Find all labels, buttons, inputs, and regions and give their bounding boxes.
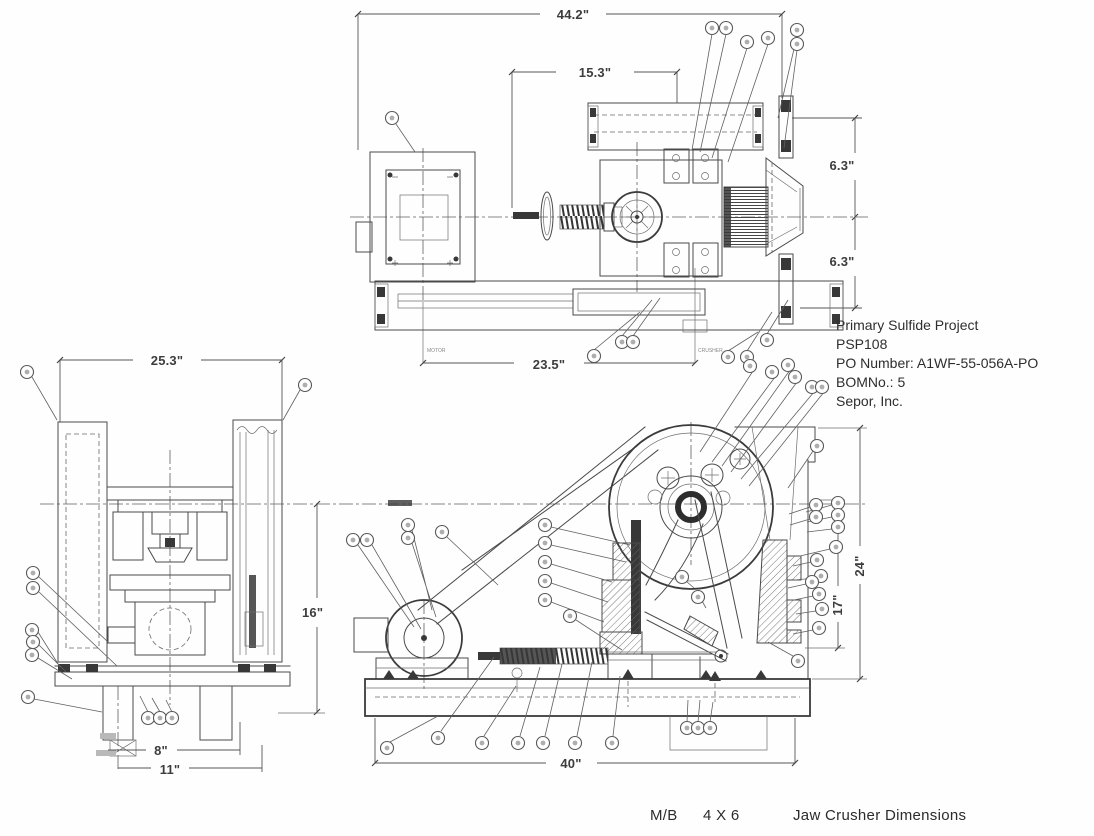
crusher-centerline-label: CRUSHER [698, 348, 723, 354]
tension-rod-spring [478, 647, 728, 692]
dim-overall-length-label: 44.2" [557, 7, 589, 22]
top-view: 44.2" 15.3" 6.3" 6.3" [350, 7, 868, 372]
dim-end-height: 16" [278, 500, 325, 716]
project-block: Primary Sulfide Project PSP108 PO Number… [836, 317, 1038, 409]
end-view: 25.3" [19, 353, 325, 777]
dim-foot-label: 8" [154, 743, 168, 758]
crusher-body-plan [599, 148, 723, 278]
dim-offset: 15.3" [508, 65, 681, 208]
end-view-body [54, 419, 291, 757]
adjustment-screw [513, 191, 623, 241]
dim-length: 40" [371, 718, 799, 771]
project-code: PSP108 [836, 336, 888, 352]
dim-lower-half-label: 6.3" [829, 254, 854, 269]
dim-overall-height: 24" [812, 424, 867, 683]
motor-elevation [353, 599, 469, 680]
bearing-spokes [621, 201, 653, 233]
dim-centers-label: 23.5" [533, 357, 565, 372]
end-view-callouts [19, 364, 313, 726]
dim-end-width-label: 25.3" [151, 353, 183, 368]
company-name: Sepor, Inc. [836, 393, 903, 409]
dim-offset-label: 15.3" [579, 65, 611, 80]
motor-plan [355, 151, 476, 283]
side-plate-upper [587, 102, 764, 151]
bom-number: BOMNo.: 5 [836, 374, 905, 390]
end-frame-plan [778, 95, 794, 325]
title-block: M/B 4 X 6 Jaw Crusher Dimensions [650, 807, 966, 824]
dim-end-width: 25.3" [56, 353, 286, 422]
motor-centerline-label: MOTOR [427, 348, 446, 354]
dim-overall-length: 44.2" [354, 7, 786, 150]
side-view: 40" 24" 17" [345, 357, 867, 771]
dim-frame-height-label: 17" [830, 594, 845, 615]
base [364, 669, 811, 751]
po-number: PO Number: A1WF-55-056A-PO [836, 355, 1038, 371]
model-label: M/B [650, 807, 678, 824]
project-name: Primary Sulfide Project [836, 317, 978, 333]
dim-length-label: 40" [560, 756, 581, 771]
dim-upper-half-label: 6.3" [829, 158, 854, 173]
dim-overall-height-label: 24" [852, 555, 867, 576]
jaw-mechanism [599, 426, 816, 680]
dim-half-widths: 6.3" 6.3" [792, 114, 862, 312]
side-view-callouts [345, 357, 846, 756]
top-view-callouts [384, 20, 805, 365]
dim-feet: 8" 11" [108, 722, 263, 777]
jaw-plate-and-hopper-plan [723, 156, 804, 257]
drawing-title: Jaw Crusher Dimensions [793, 807, 966, 824]
dim-base-label: 11" [160, 762, 181, 777]
main-centerline [40, 500, 868, 506]
flywheel [608, 424, 774, 590]
dim-end-height-label: 16" [302, 605, 323, 620]
dim-centers: 23.5" MOTOR CRUSHER [419, 268, 723, 372]
size-label: 4 X 6 [703, 807, 740, 824]
